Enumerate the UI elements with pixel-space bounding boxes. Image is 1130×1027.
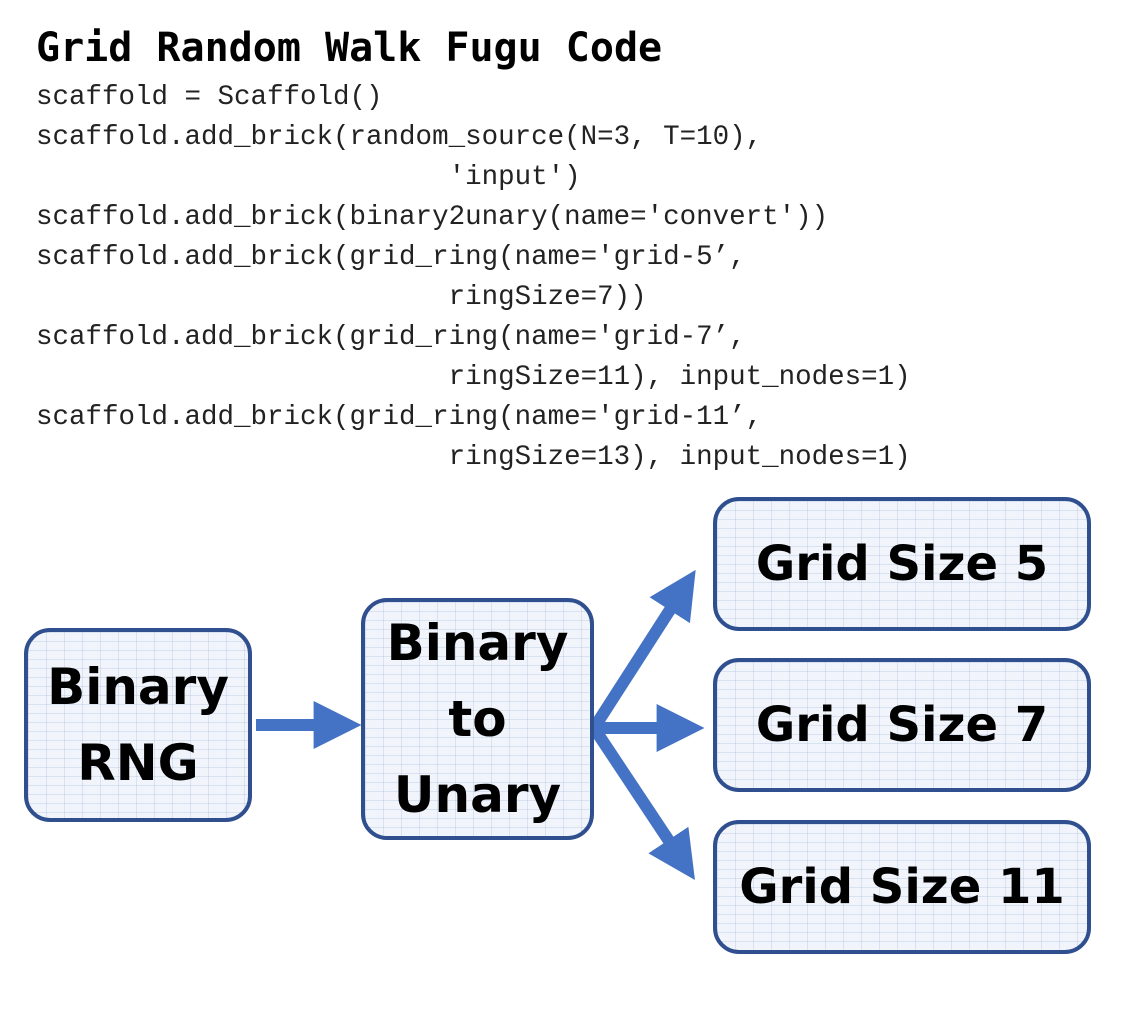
code-line: scaffold.add_brick(grid_ring(name='grid-… bbox=[36, 402, 763, 433]
arrow-convert-to-grid11 bbox=[589, 724, 695, 880]
code-line: scaffold.add_brick(grid_ring(name='grid-… bbox=[36, 242, 746, 273]
code-block: scaffold = Scaffold() scaffold.add_brick(… bbox=[36, 78, 911, 478]
code-line: 'input') bbox=[36, 162, 581, 193]
node-grid-size-11: Grid Size 11 bbox=[713, 820, 1091, 954]
page-title: Grid Random Walk Fugu Code bbox=[36, 25, 663, 71]
node-binary-to-unary: Binary to Unary bbox=[361, 598, 594, 840]
code-line: scaffold.add_brick(grid_ring(name='grid-… bbox=[36, 322, 746, 353]
node-label: Binary RNG bbox=[47, 658, 229, 792]
code-line: ringSize=11), input_nodes=1) bbox=[36, 362, 911, 393]
code-line: scaffold = Scaffold() bbox=[36, 82, 383, 113]
node-grid-size-5: Grid Size 5 bbox=[713, 497, 1091, 631]
node-label: Grid Size 11 bbox=[739, 859, 1065, 915]
node-grid-size-7: Grid Size 7 bbox=[713, 658, 1091, 792]
code-line: ringSize=13), input_nodes=1) bbox=[36, 442, 911, 473]
code-line: scaffold.add_brick(random_source(N=3, T=… bbox=[36, 122, 763, 153]
code-line: scaffold.add_brick(binary2unary(name='co… bbox=[36, 202, 829, 233]
code-line: ringSize=7)) bbox=[36, 282, 647, 313]
node-label: Binary to Unary bbox=[386, 614, 569, 824]
arrow-convert-to-grid5 bbox=[588, 569, 696, 732]
node-binary-rng: Binary RNG bbox=[24, 628, 252, 822]
node-label: Grid Size 5 bbox=[755, 536, 1049, 592]
node-label: Grid Size 7 bbox=[755, 697, 1049, 753]
